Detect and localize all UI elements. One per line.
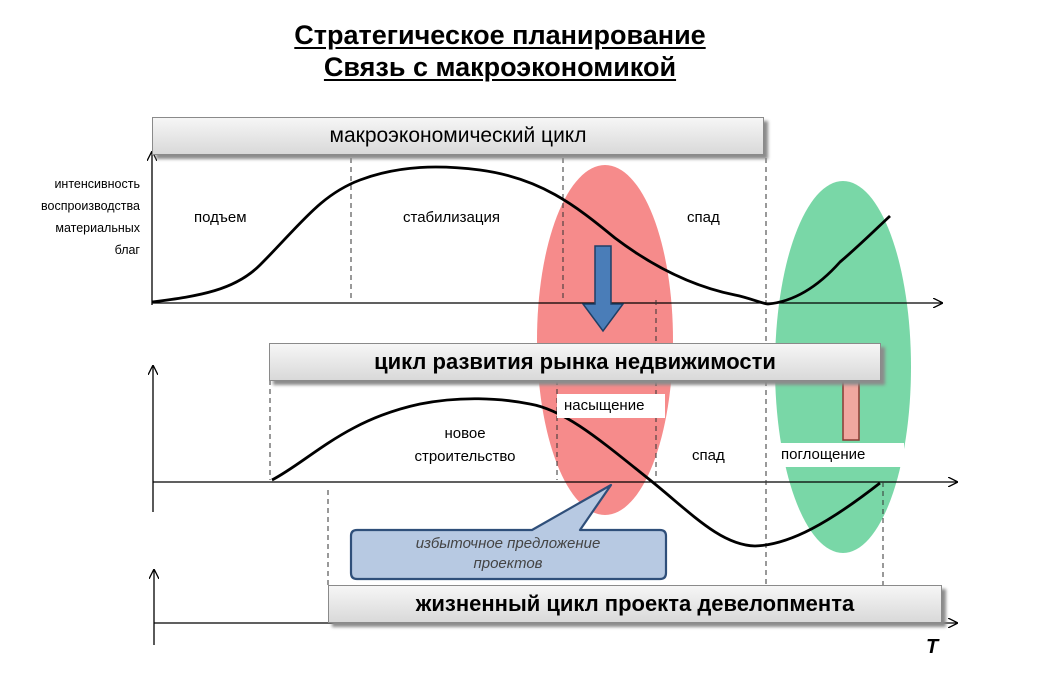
phase-rise-label: подъем [194, 209, 247, 226]
real-estate-axes [153, 366, 957, 512]
callout-line: проектов [473, 555, 543, 572]
real-estate-cycle-banner: цикл развития рынка недвижимости [269, 343, 881, 381]
new-construction-line: новое [444, 425, 486, 442]
arrow-down-icon [581, 245, 625, 333]
callout-text: избыточное предложение проектов [352, 534, 664, 574]
project-cycle-banner-text: жизненный цикл проекта девелопмента [415, 591, 855, 616]
callout-line: избыточное предложение [415, 535, 601, 552]
title-line-2: Связь с макроэкономикой [323, 52, 677, 82]
project-cycle-banner: жизненный цикл проекта девелопмента [328, 585, 942, 623]
macro-cycle-curve [151, 165, 891, 306]
y-axis-label-line: материальных [55, 221, 140, 235]
phase-real-estate-decline-label: спад [692, 447, 725, 464]
callout-shape [349, 483, 668, 581]
red-ellipse [537, 165, 673, 515]
title-line-1: Стратегическое планирование [294, 20, 706, 50]
phase-saturation-label: насыщение [564, 397, 645, 414]
saturation-label-box: насыщение [557, 394, 665, 418]
new-construction-line: строительство [414, 448, 516, 465]
time-axis-label: T [926, 636, 939, 658]
phase-new-construction-label: новое строительство [385, 422, 545, 468]
phase-stabilization-label: стабилизация [403, 209, 500, 226]
real-estate-cycle-curve [271, 397, 881, 548]
macro-cycle-banner-text: макроэкономический цикл [329, 124, 587, 147]
y-axis-label: интенсивность воспроизводства материальн… [8, 173, 140, 261]
phase-absorption-label: поглощение [781, 446, 866, 463]
y-axis-label-line: благ [114, 243, 140, 257]
dashed-separators [269, 158, 884, 588]
absorption-label-box: поглощение [772, 443, 904, 467]
phase-macro-decline-label: спад [687, 209, 720, 226]
y-axis-label-line: интенсивность [54, 177, 140, 191]
macro-cycle-banner: макроэкономический цикл [152, 117, 764, 155]
y-axis-label-line: воспроизводства [41, 199, 140, 213]
real-estate-cycle-banner-text: цикл развития рынка недвижимости [374, 349, 776, 374]
project-axes [154, 570, 957, 645]
macro-axes [152, 152, 942, 305]
